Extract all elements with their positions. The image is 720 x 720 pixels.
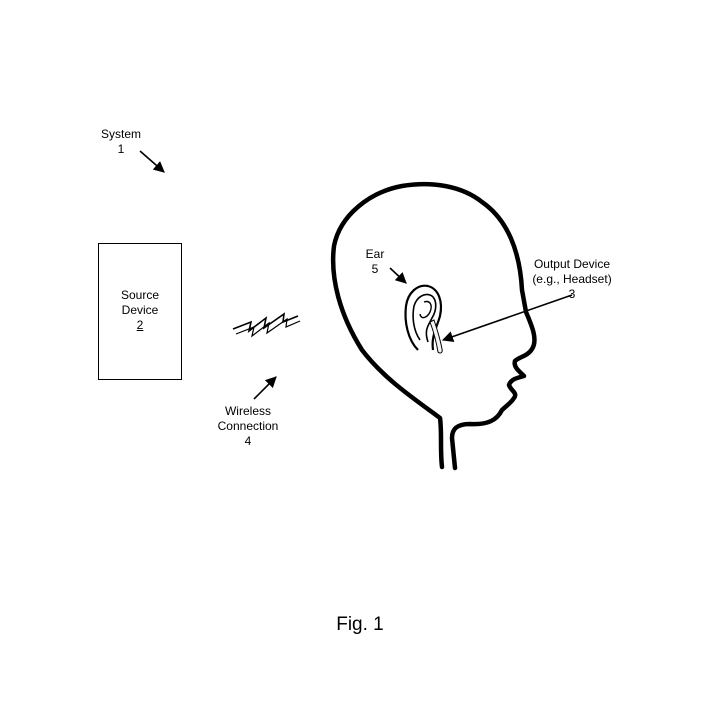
output-device-label: Output Device (e.g., Headset) 3 (524, 257, 620, 302)
output-device-arrow (441, 294, 573, 342)
wireless-signal-icon-shadow (235, 317, 301, 338)
wireless-signal-icon (232, 312, 299, 333)
ear-arrow (389, 267, 407, 284)
wireless-arrow (253, 376, 277, 400)
source-device-label: Source Device 2 (98, 288, 182, 333)
output-device-line1: Output Device (533, 257, 611, 271)
source-device-line2: Device (121, 303, 159, 317)
system-label-name: System (100, 127, 141, 141)
ear-inner (412, 293, 437, 343)
ear-outer (404, 284, 443, 351)
output-device-line2: (e.g., Headset) (532, 272, 612, 286)
system-label-number: 1 (117, 142, 125, 156)
source-device-line1: Source (120, 288, 160, 302)
head-silhouette (330, 181, 537, 471)
system-arrow (139, 150, 165, 173)
figure-caption: Fig. 1 (336, 614, 384, 635)
ear-helix (419, 300, 432, 319)
source-device-number: 2 (136, 318, 144, 332)
ear-label-number: 5 (371, 262, 379, 276)
ear-label-name: Ear (365, 247, 385, 261)
wireless-connection-line2: Connection (217, 419, 279, 433)
output-device-number: 3 (568, 287, 576, 301)
wireless-connection-line1: Wireless (224, 404, 271, 418)
headset-icon (429, 319, 443, 354)
ear-label: Ear 5 (360, 247, 390, 277)
source-device-box (98, 243, 182, 380)
system-label: System 1 (96, 127, 146, 157)
wireless-connection-number: 4 (244, 434, 252, 448)
wireless-connection-label: Wireless Connection 4 (208, 404, 288, 449)
